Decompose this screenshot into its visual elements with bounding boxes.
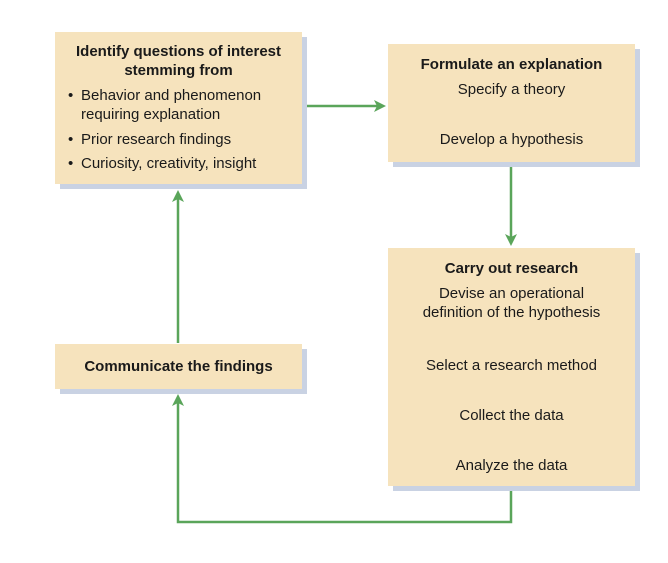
arrow-research-to-communicate: [176, 402, 513, 524]
carry-out-research-box: Carry out research Devise an operational…: [388, 248, 635, 486]
identify-title: Identify questions of interest stemming …: [75, 43, 282, 79]
identify-bullet: Curiosity, creativity, insight: [68, 154, 294, 173]
communicate-findings-box: Communicate the findings: [55, 344, 302, 389]
arrowhead-identify: [172, 190, 184, 202]
identify-bullet-list: Behavior and phenomenon requiring explan…: [55, 86, 302, 173]
formulate-step: Specify a theory: [457, 81, 566, 98]
identify-bullet: Prior research findings: [68, 130, 294, 149]
research-step: Collect the data: [459, 407, 564, 424]
research-step: Analyze the data: [455, 457, 568, 474]
identify-questions-box: Identify questions of interest stemming …: [55, 32, 302, 184]
communicate-title: Communicate the findings: [84, 358, 273, 375]
research-step: Devise an operational definition of the …: [422, 285, 601, 321]
arrowhead-formulate: [374, 100, 386, 112]
research-title: Carry out research: [444, 260, 579, 277]
research-step: Select a research method: [426, 357, 597, 374]
formulate-step: Develop a hypothesis: [439, 131, 584, 148]
identify-bullet: Behavior and phenomenon requiring explan…: [68, 86, 294, 124]
formulate-title: Formulate an explanation: [420, 56, 603, 73]
formulate-explanation-box: Formulate an explanation Specify a theor…: [388, 44, 635, 162]
arrowhead-research: [505, 234, 517, 246]
arrowhead-communicate: [172, 394, 184, 406]
